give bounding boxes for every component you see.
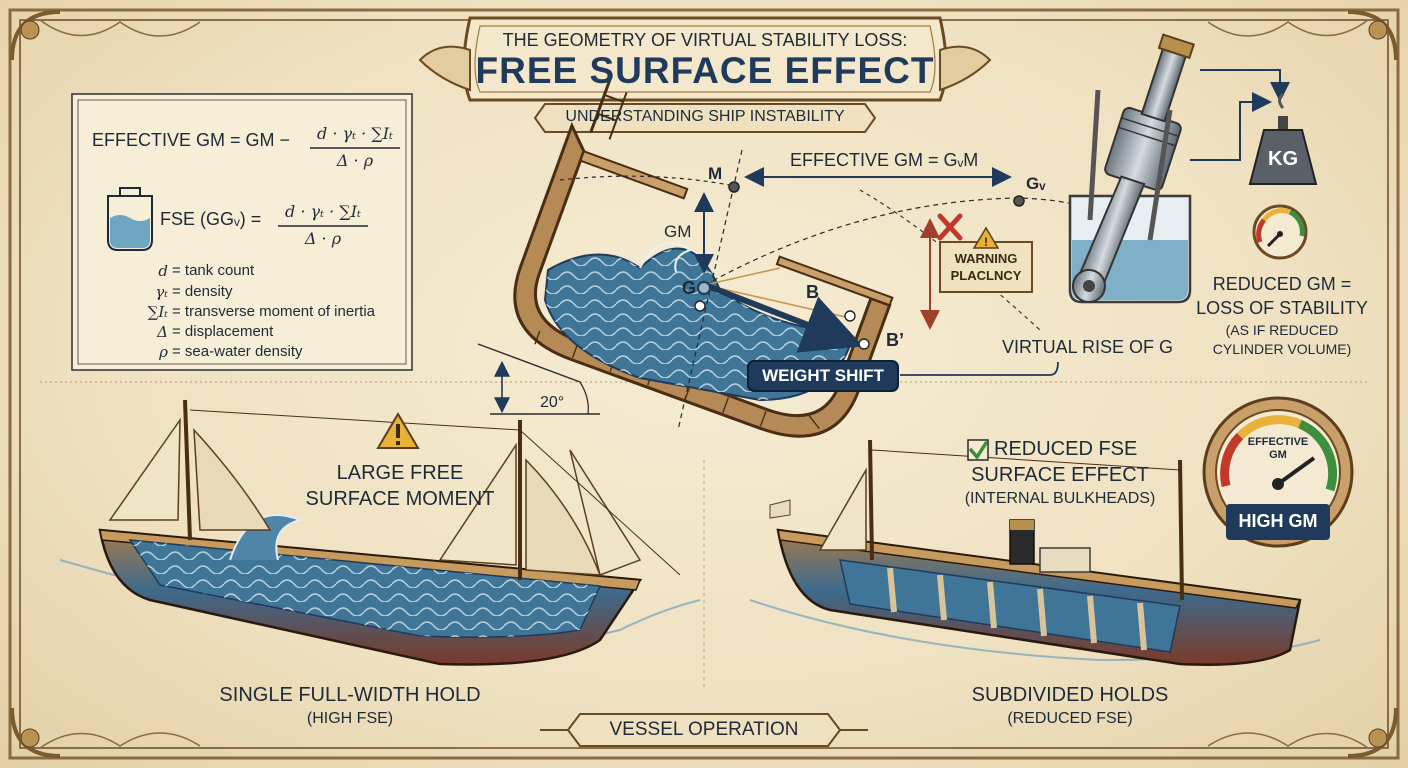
weight-icon xyxy=(1248,92,1318,185)
effective-gm-label: EFFECTIVE GM = GᵥM xyxy=(790,150,979,170)
footer-banner xyxy=(540,713,868,747)
footer-label: VESSEL OPERATION xyxy=(609,719,799,740)
header-subtitle: UNDERSTANDING SHIP INSTABILITY xyxy=(565,108,845,125)
effective-gm-denominator: Δ · ρ xyxy=(336,151,374,170)
left-ship-caption: SINGLE FULL-WIDTH HOLD xyxy=(219,684,481,706)
right-ship-caption: SUBDIVIDED HOLDS xyxy=(971,684,1169,706)
legend-symbol: γₜ xyxy=(155,283,168,301)
virtual-rise-label: VIRTUAL RISE OF G xyxy=(1002,337,1174,357)
effective-gm-formula-lhs: EFFECTIVE GM = GM − xyxy=(92,130,291,150)
cross-icon xyxy=(937,213,963,241)
weight-shift-badge xyxy=(747,360,899,392)
left-ship xyxy=(59,399,701,666)
legend-text: = sea-water density xyxy=(172,343,303,360)
page-title: FREE SURFACE EFFECT xyxy=(475,50,935,91)
effective-gm-numerator: d · γₜ · ∑Iₜ xyxy=(317,124,393,143)
warning-plaque: ! xyxy=(939,226,1033,293)
reduced-gm-line1: REDUCED GM = xyxy=(1212,274,1352,294)
gm-label: GM xyxy=(664,222,692,241)
piston-icon xyxy=(1068,33,1290,304)
svg-text:!: ! xyxy=(984,235,988,249)
warning-icon xyxy=(376,412,420,449)
left-ship-subcaption: (HIGH FSE) xyxy=(306,710,394,727)
right-ship-subcaption: (REDUCED FSE) xyxy=(1007,710,1133,727)
warning-plaque-line1: WARNING xyxy=(954,251,1018,266)
legend-symbol: d xyxy=(158,262,168,280)
point-g-label: G xyxy=(682,278,697,298)
point-m-label: M xyxy=(708,164,723,183)
formula-box xyxy=(71,93,413,371)
legend-text: = displacement xyxy=(172,323,274,340)
gauge-icon xyxy=(1202,396,1354,548)
header-kicker: THE GEOMETRY OF VIRTUAL STABILITY LOSS: xyxy=(502,30,908,50)
right-ship-note-line1: REDUCED FSE xyxy=(994,438,1138,460)
legend-symbol: ρ xyxy=(159,343,168,361)
gauge-title-line1: EFFECTIVE xyxy=(1247,436,1309,448)
point-b-prime-label: B’ xyxy=(886,330,904,350)
reduced-gm-line4: CYLINDER VOLUME) xyxy=(1212,341,1352,357)
heel-angle-label: 20° xyxy=(540,394,565,411)
reduced-gm-line3: (AS IF REDUCED xyxy=(1225,322,1339,338)
left-ship-warning-line2: SURFACE MOMENT xyxy=(305,488,495,510)
fse-numerator: d · γₜ · ∑Iₜ xyxy=(285,202,361,221)
gauge-value: HIGH GM xyxy=(1238,511,1318,531)
right-ship xyxy=(749,439,1321,666)
fse-formula-lhs: FSE (GGᵥ) = xyxy=(160,209,262,229)
check-icon xyxy=(967,439,989,461)
point-b-label: B xyxy=(806,282,819,302)
tank-icon xyxy=(107,187,153,251)
fse-denominator: Δ · ρ xyxy=(304,229,342,248)
right-ship-note-line3: (INTERNAL BULKHEADS) xyxy=(964,490,1156,507)
left-ship-warning-line1: LARGE FREE xyxy=(336,462,464,484)
legend-text: = transverse moment of inertia xyxy=(172,303,376,320)
weight-shift-label: WEIGHT SHIFT xyxy=(762,366,884,385)
legend-symbol: ∑Iₜ xyxy=(147,303,168,321)
gauge-icon-small xyxy=(1252,204,1308,260)
reduced-gm-line2: LOSS OF STABILITY xyxy=(1196,298,1368,318)
warning-plaque-line2: PLACLNCY xyxy=(950,268,1022,283)
legend-text: = tank count xyxy=(172,262,255,279)
gauge-title-line2: GM xyxy=(1269,449,1287,461)
point-gv-label: Gᵥ xyxy=(1026,174,1046,193)
heeled-hull-diagram: ! xyxy=(477,75,1091,438)
kg-weight-label: KG xyxy=(1268,148,1298,170)
right-ship-note-line2: SURFACE EFFECT xyxy=(971,464,1149,486)
legend-symbol: Δ xyxy=(157,323,168,341)
legend-text: = density xyxy=(172,283,233,300)
